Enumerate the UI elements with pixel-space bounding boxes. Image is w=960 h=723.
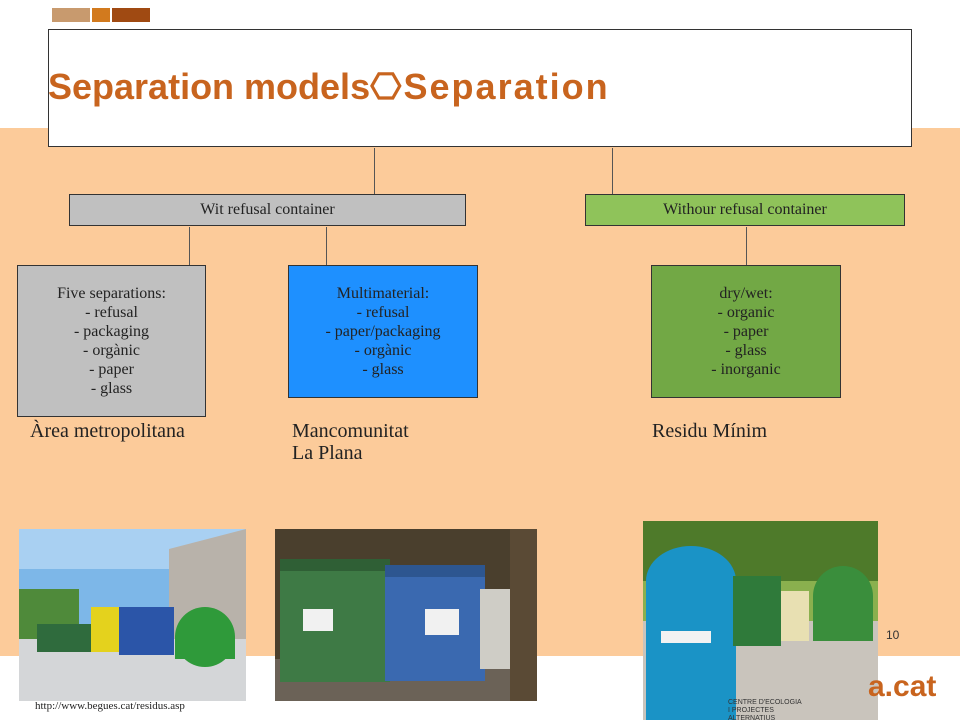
model-box-dry-wet: dry/wet: - organic - paper - glass - ino…	[651, 265, 841, 398]
connector-line	[326, 227, 327, 265]
model-line: - glass	[90, 380, 133, 397]
category-with-refusal: Wit refusal container	[69, 194, 466, 226]
decor-bar-1	[52, 8, 90, 22]
source-url: http://www.begues.cat/residus.asp	[35, 700, 185, 712]
model-line: - refusal	[356, 304, 410, 321]
model-line: - packaging	[73, 323, 150, 340]
decor-bar-3	[112, 8, 150, 22]
brand-text: a.cat	[868, 670, 937, 703]
logo-line: I PROJECTES ALTERNATIUS	[728, 707, 776, 722]
place-label-mancomunitat: Mancomunitat La Plana	[292, 420, 409, 464]
connector-line	[374, 148, 375, 194]
category-without-refusal: Withour refusal container	[585, 194, 905, 226]
photo-green-blue-bins	[275, 529, 537, 701]
model-line: - orgànic	[82, 342, 140, 359]
model-line: - paper	[89, 361, 134, 378]
model-line: - paper	[723, 323, 769, 340]
model-line: - paper/packaging	[325, 323, 441, 340]
photo-paper-container	[643, 521, 878, 720]
model-line: - glass	[362, 361, 404, 378]
connector-line	[189, 227, 190, 265]
slide-title: Separation models⎔Separation	[48, 66, 610, 107]
model-line: - orgànic	[354, 342, 412, 359]
model-line: - refusal	[85, 304, 138, 321]
title-box	[48, 29, 912, 147]
model-line: - glass	[725, 342, 767, 359]
model-box-five-separations: Five separations: - refusal - packaging …	[17, 265, 206, 417]
page-number: 10	[886, 628, 900, 642]
model-line: - organic	[717, 304, 775, 321]
model-line: dry/wet:	[719, 285, 773, 302]
logo-caption: CENTRE D'ECOLOGIA I PROJECTES ALTERNATIU…	[728, 699, 818, 723]
connector-line	[746, 227, 747, 265]
title-garbled-tail: ⎔Separation	[370, 66, 610, 107]
place-label-area-metropolitana: Àrea metropolitana	[30, 420, 185, 442]
photo-street-containers	[19, 529, 246, 701]
model-line: Five separations:	[57, 285, 166, 302]
model-line: Multimaterial:	[336, 285, 430, 302]
decor-bar-2	[92, 8, 110, 22]
logo-line: CENTRE D'ECOLOGIA	[728, 699, 802, 706]
model-box-multimaterial: Multimaterial: - refusal - paper/packagi…	[288, 265, 478, 398]
place-label-residu-minim: Residu Mínim	[652, 420, 768, 442]
connector-line	[612, 148, 613, 194]
model-line: - inorganic	[711, 361, 781, 378]
